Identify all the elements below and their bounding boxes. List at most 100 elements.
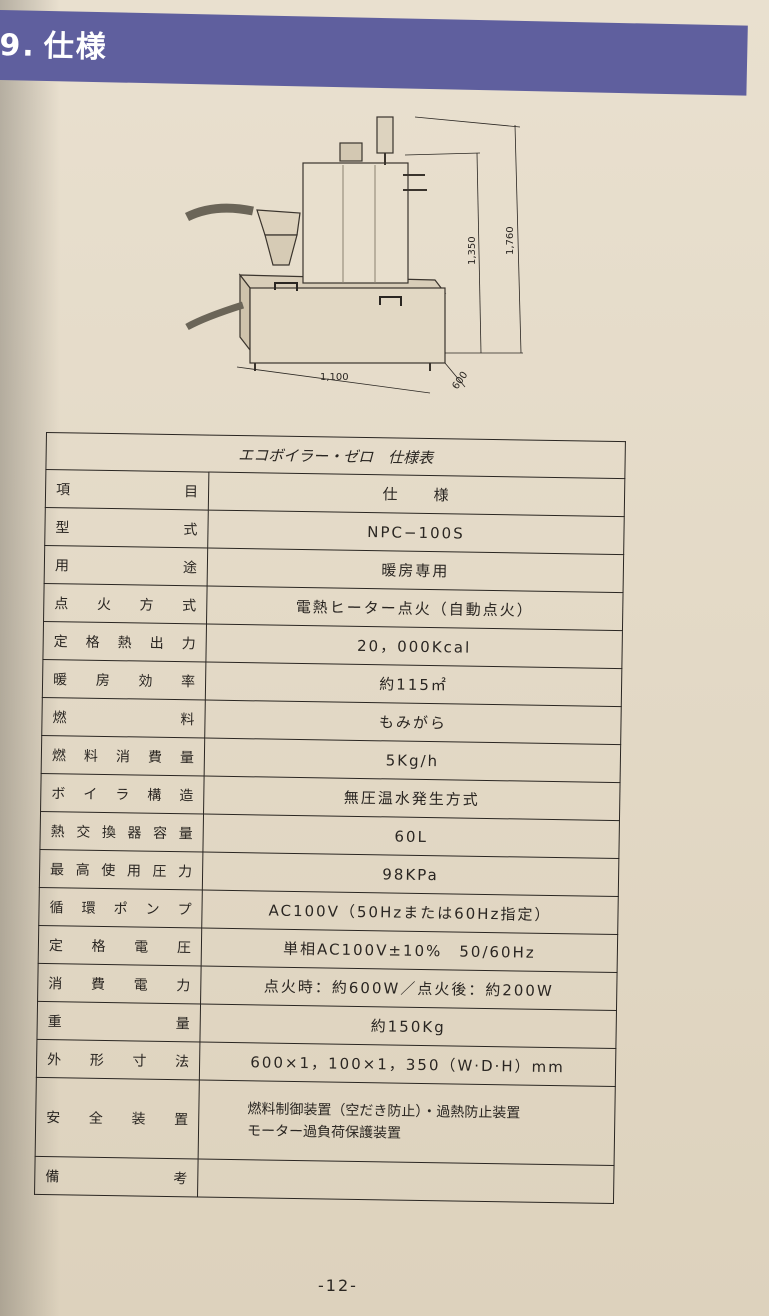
row-label-text: 熱交換器容量 [51, 821, 193, 843]
label-safety: 安全装置 [46, 1107, 188, 1129]
label-char: 使 [101, 862, 116, 879]
label-char: 燃 [52, 709, 67, 726]
row-label: 暖房効率 [42, 659, 206, 701]
row-label-text: 燃料消費量 [52, 745, 194, 767]
label-char: 循 [49, 899, 64, 916]
label-char: 寸 [132, 1052, 147, 1070]
row-label-text: 定格電圧 [49, 935, 191, 957]
row-label: 用途 [44, 545, 208, 587]
row-label: 定格電圧 [38, 925, 202, 967]
label-char: 高 [75, 862, 90, 879]
label-char: 出 [149, 635, 164, 652]
row-label: 項目 [45, 469, 209, 511]
label-char: 用 [54, 557, 70, 574]
row-label-text: 重量 [48, 1011, 190, 1033]
label-char: 用 [126, 862, 142, 880]
row-label: 最高使用圧力 [39, 849, 203, 891]
row-label: 循環ポンプ [38, 887, 203, 929]
row-label: ボイラ構造 [40, 773, 205, 815]
label-char: 置 [174, 1112, 189, 1129]
label-char: 費 [147, 749, 163, 766]
row-value: 98KPa [202, 852, 619, 897]
row-label-text: 燃料 [52, 707, 194, 729]
label-char: 考 [173, 1170, 188, 1187]
label-char: 率 [180, 673, 196, 690]
row-value: 無圧温水発生方式 [203, 776, 621, 821]
height-body-label: 1,350 [467, 236, 478, 265]
label-char: 目 [183, 483, 199, 500]
label-char: ン [145, 901, 160, 918]
label-char: 力 [177, 863, 193, 880]
page-shadow [0, 0, 60, 1316]
label-char: 熱 [117, 634, 132, 651]
label-char: 電 [133, 976, 148, 994]
row-value: AC100V（50Hzまたは60Hz指定） [201, 890, 619, 935]
label-char: 定 [48, 937, 64, 954]
row-label-text: 暖房効率 [53, 669, 195, 691]
page-number: -12- [318, 1276, 358, 1295]
row-value: 単相AC100V±10% 50/60Hz [201, 928, 618, 973]
label-char: 装 [131, 1111, 146, 1128]
boiler-illustration: 1,760 1,350 1,100 600 [184, 116, 523, 394]
row-value: NPC−100S [207, 510, 625, 555]
row-label-text: 最高使用圧力 [50, 859, 192, 881]
label-char: 圧 [176, 939, 192, 956]
row-value: 60L [202, 814, 620, 859]
row-value: 5Kg/h [204, 738, 621, 783]
label-char: 項 [55, 481, 71, 498]
section-title-text: 仕様 [43, 28, 109, 66]
row-value: 約115㎡ [205, 662, 622, 707]
row-value: 20，000Kcal [205, 624, 623, 669]
row-value: もみがら [204, 700, 622, 745]
label-char: 形 [89, 1052, 104, 1069]
row-label-text: 定格熱出力 [54, 631, 196, 653]
label-char: 料 [180, 711, 195, 728]
row-label-text: 項目 [56, 479, 198, 501]
label-char: 圧 [152, 863, 167, 880]
label-char: 力 [181, 635, 196, 652]
label-char: イ [83, 786, 98, 803]
table-row-remarks: 備考 [34, 1156, 615, 1204]
label-char: ポ [113, 900, 128, 917]
label-char: 全 [88, 1110, 103, 1127]
label-char: ラ [115, 786, 130, 803]
row-value: 仕 様 [208, 472, 625, 517]
row-label-text: 型式 [55, 517, 197, 539]
label-char: 格 [91, 938, 106, 955]
row-label-text: 外形寸法 [47, 1049, 189, 1071]
label-char: 費 [90, 976, 106, 993]
height-total-label: 1,760 [505, 226, 516, 255]
row-label-text: 循環ポンプ [49, 897, 191, 919]
label-char: 暖 [52, 671, 68, 688]
table-row-safety: 安 全 装 置 燃料制御装置（空だき防止）・過熱防止装置 モーター過負荷保護装置 [35, 1077, 616, 1166]
label-char: 消 [48, 975, 63, 992]
label-char: 点 [54, 595, 69, 612]
label-char: 量 [175, 1015, 190, 1032]
row-label: 外形寸法 [36, 1039, 200, 1080]
label-char: 環 [81, 900, 96, 917]
label-char: 料 [83, 748, 99, 765]
row-label: 燃料消費量 [41, 735, 205, 777]
label-char: 量 [179, 749, 195, 766]
label-char: 重 [47, 1013, 62, 1030]
label-char: 燃 [51, 747, 67, 764]
row-value: 点火時：約600W／点火後：約200W [200, 966, 618, 1011]
row-label: 備考 [34, 1156, 199, 1197]
row-label: 重量 [36, 1001, 201, 1042]
section-title: 9.仕様 [0, 20, 116, 66]
label-char: 熱 [50, 823, 65, 840]
row-label-text: 用途 [55, 555, 197, 577]
label-char: 造 [179, 787, 194, 804]
row-label: 定格熱出力 [42, 621, 207, 663]
label-char: 式 [183, 521, 198, 538]
label-char: 安 [46, 1110, 61, 1127]
label-char: 房 [95, 672, 110, 689]
label-char: 交 [76, 824, 91, 841]
row-label-text: 消費電力 [48, 973, 190, 995]
label-char: 器 [127, 824, 142, 842]
label-char: 構 [147, 787, 162, 804]
safety-line-2: モーター過負荷保護装置 [246, 1123, 402, 1142]
row-value: 燃料制御装置（空だき防止）・過熱防止装置 モーター過負荷保護装置 [198, 1079, 616, 1166]
label-char: 効 [138, 672, 153, 690]
